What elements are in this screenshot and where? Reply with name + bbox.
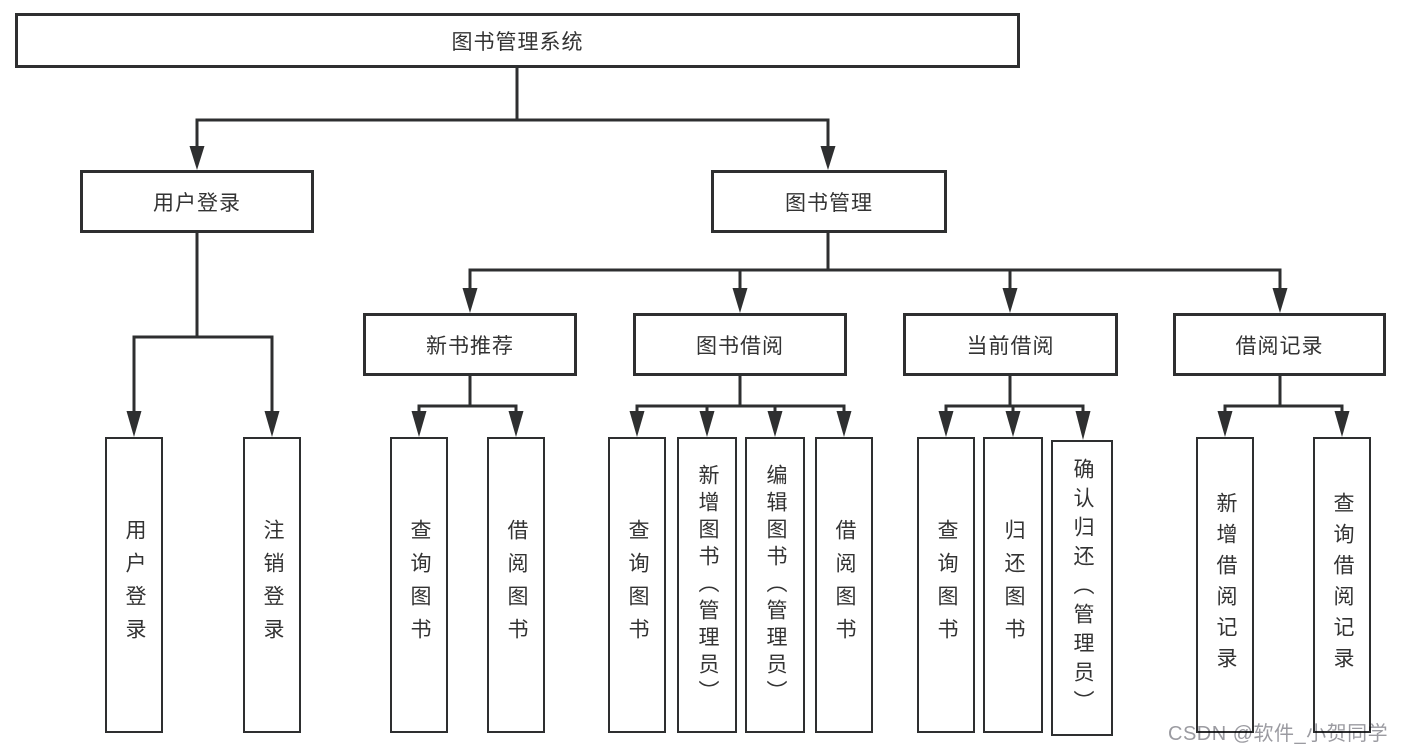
arrowhead-icon xyxy=(1002,288,1018,313)
arrowhead-icon xyxy=(767,411,783,437)
leaf-user-login: 用户登录 xyxy=(105,437,163,733)
arrowhead-icon xyxy=(699,411,715,437)
csdn-watermark: CSDN @软件_小贺同学 xyxy=(1168,723,1389,745)
arrowhead-icon xyxy=(1075,411,1091,440)
leaf-current-query-books: 查询图书 xyxy=(917,437,975,733)
leaf-recommend-query-books: 查询图书 xyxy=(390,437,448,733)
leaf-records-query-borrow-record: 查询借阅记录 xyxy=(1313,437,1371,733)
leaf-borrowing-add-books-admin: 新增图书（管理员） xyxy=(677,437,737,733)
arrowhead-icon xyxy=(126,411,142,437)
leaf-logout-login: 注销登录 xyxy=(243,437,301,733)
node-new-book-recommendation: 新书推荐 xyxy=(363,313,577,376)
connector-book-borrowing-to-leaves xyxy=(629,374,852,437)
connector-book-management-to-level3 xyxy=(462,231,1288,313)
arrowhead-icon xyxy=(508,411,524,437)
arrowhead-icon xyxy=(1005,411,1021,437)
leaf-borrowing-query-books: 查询图书 xyxy=(608,437,666,733)
node-book-management: 图书管理 xyxy=(711,170,947,233)
leaf-current-confirm-return-admin: 确认归还（管理员） xyxy=(1051,440,1113,736)
arrowhead-icon xyxy=(1272,288,1288,313)
leaf-borrowing-edit-books-admin: 编辑图书（管理员） xyxy=(745,437,805,733)
node-borrowing-records: 借阅记录 xyxy=(1173,313,1386,376)
leaf-recommend-borrow-books: 借阅图书 xyxy=(487,437,545,733)
node-current-borrowing: 当前借阅 xyxy=(903,313,1118,376)
arrowhead-icon xyxy=(629,411,645,437)
leaf-records-add-borrow-record: 新增借阅记录 xyxy=(1196,437,1254,733)
node-user-login: 用户登录 xyxy=(80,170,314,233)
node-root: 图书管理系统 xyxy=(15,13,1020,68)
arrowhead-icon xyxy=(732,288,748,313)
connector-root-to-level2 xyxy=(189,66,836,170)
arrowhead-icon xyxy=(189,146,205,170)
arrowhead-icon xyxy=(264,411,280,437)
arrowhead-icon xyxy=(462,288,478,313)
arrowhead-icon xyxy=(411,411,427,437)
arrowhead-icon xyxy=(938,411,954,437)
node-book-borrowing: 图书借阅 xyxy=(633,313,847,376)
leaf-borrowing-borrow-books: 借阅图书 xyxy=(815,437,873,733)
arrowhead-icon xyxy=(1334,411,1350,437)
arrowhead-icon xyxy=(820,146,836,170)
connector-user-login-to-leaves xyxy=(126,231,280,437)
arrowhead-icon xyxy=(836,411,852,437)
connector-new-book-recommendation-to-leaves xyxy=(411,374,524,437)
connector-borrowing-records-to-leaves xyxy=(1217,374,1350,437)
connector-current-borrowing-to-leaves xyxy=(938,374,1091,440)
leaf-current-return-books: 归还图书 xyxy=(983,437,1043,733)
arrowhead-icon xyxy=(1217,411,1233,437)
